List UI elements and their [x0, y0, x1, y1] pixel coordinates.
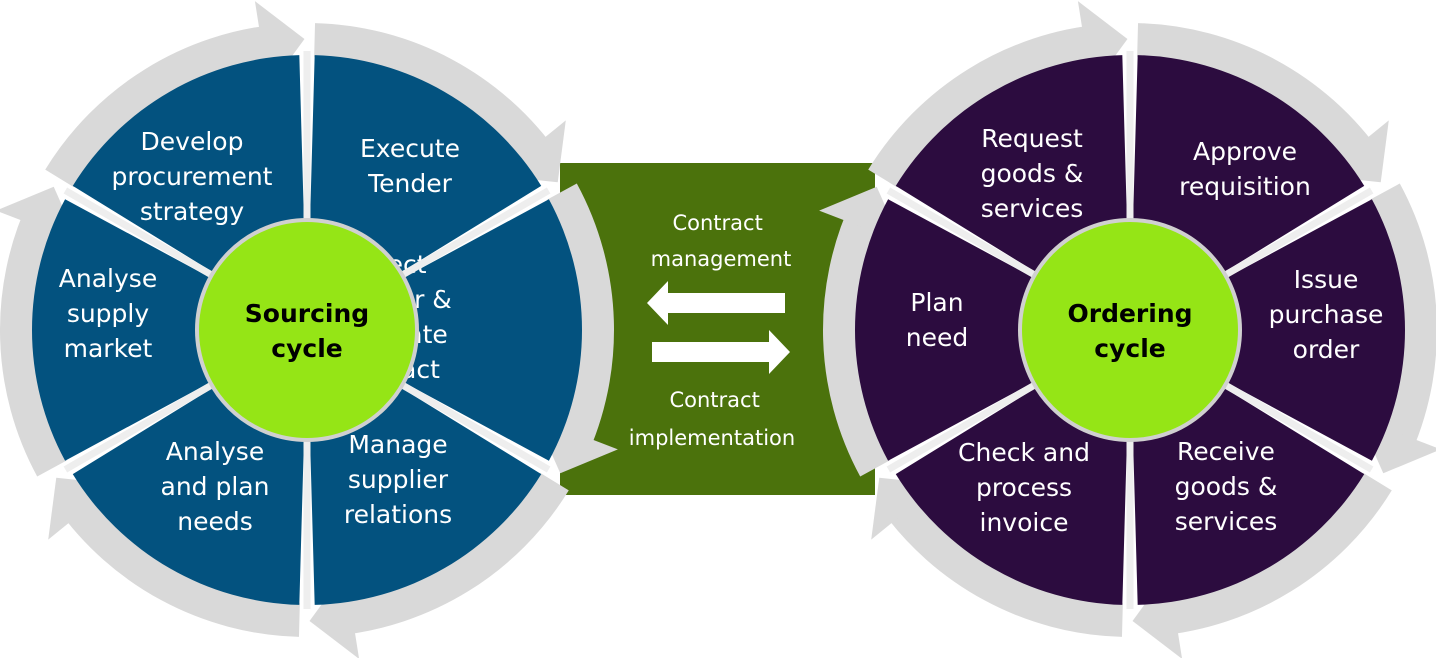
segment-label: Check and process invoice: [958, 438, 1090, 537]
segment-check-invoice: Check and process invoice: [871, 385, 1128, 637]
segment-shape: [309, 385, 542, 605]
segment-divider: [886, 187, 1037, 279]
segment-label-line: goods &: [981, 159, 1084, 188]
segment-label-line: requisition: [1179, 172, 1311, 201]
segment-label-line: relations: [344, 500, 452, 529]
segment-label: Plan need: [906, 288, 968, 352]
segment-label-line: supplier: [348, 465, 449, 494]
segment-issue-purchase-order: Issue purchase order: [1222, 183, 1436, 474]
hub-label: Ordering cycle: [1067, 299, 1192, 363]
segment-analyse-supply-market: Analyse supply market: [0, 186, 215, 477]
hub-label-line: cycle: [271, 334, 342, 363]
cycle-arrow-rim: [878, 486, 1123, 637]
segment-develop-strategy: Develop procurement strategy: [45, 1, 305, 275]
segment-label-line: Develop: [141, 127, 244, 156]
segment-label-line: Receive: [1177, 437, 1275, 466]
bridge-top-line-1: Contract: [672, 211, 762, 235]
segment-shape: [309, 55, 542, 275]
hub-circle: [195, 218, 419, 442]
hub-label-line: cycle: [1094, 334, 1165, 363]
bridge-bottom-line-1: Contract: [669, 388, 759, 412]
segment-label-line: procurement: [112, 162, 273, 191]
segment-shape: [399, 199, 583, 461]
cycle-arrow-rim: [1137, 23, 1382, 174]
bridge-top-line-2: management: [651, 247, 792, 271]
segment-label: Issue purchase order: [1269, 265, 1384, 364]
segment-label-line: Issue: [1294, 265, 1359, 294]
segment-label-line: need: [906, 323, 968, 352]
hub-label: Sourcing cycle: [245, 299, 369, 363]
segment-divider: [1223, 187, 1374, 279]
segment-shape: [1132, 385, 1365, 605]
segment-divider: [400, 381, 551, 473]
arrow-left-icon: [647, 281, 785, 325]
segment-label-line: services: [981, 194, 1084, 223]
segment-label: Analyse and plan needs: [161, 437, 270, 536]
segment-manage-supplier-relations: Manage supplier relations: [309, 385, 569, 658]
cycle-hub: Ordering cycle: [1018, 218, 1242, 442]
segment-label-line: and plan: [161, 472, 270, 501]
segment-label-line: Tender: [367, 169, 452, 198]
segment-label-line: Check and: [958, 438, 1090, 467]
segment-label-line: supply: [67, 299, 150, 328]
segment-label-line: Manage: [348, 430, 447, 459]
segment-receive-goods: Receive goods & services: [1132, 385, 1392, 658]
segment-label-line: Execute: [360, 134, 460, 163]
segment-shape: [1132, 55, 1365, 275]
segment-divider: [1223, 381, 1374, 473]
segment-divider: [400, 187, 551, 279]
contract-bridge: Contract management Contract implementat…: [560, 163, 875, 495]
cycle-arrow-rim: [314, 23, 559, 174]
segment-label: Develop procurement strategy: [112, 127, 273, 226]
segment-shape: [895, 385, 1128, 605]
segment-plan-need: Plan need: [819, 186, 1038, 477]
segment-shape: [72, 55, 305, 275]
sourcing-cycle-wheel: ExecuteTenderSelectsupplier &negotiateco…: [0, 1, 618, 658]
segment-label-line: Request: [981, 124, 1083, 153]
segment-shape: [1222, 199, 1405, 461]
segment-divider: [63, 187, 214, 279]
segment-divider: [886, 381, 1037, 473]
hub-label-line: Ordering: [1067, 299, 1192, 328]
segment-label-line: Plan: [910, 288, 963, 317]
segment-request-goods: Request goods & services: [868, 1, 1128, 275]
segment-label-line: Approve: [1193, 137, 1297, 166]
segment-label-line: market: [64, 334, 153, 363]
segment-label: Analyse supply market: [59, 264, 157, 363]
hub-circle: [1018, 218, 1242, 442]
bridge-bottom-label: Contract implementation: [629, 388, 795, 450]
segment-label-line: goods &: [1175, 472, 1278, 501]
segment-label: Receive goods & services: [1175, 437, 1278, 536]
segment-label: Request goods & services: [981, 124, 1084, 223]
segment-label: Manage supplier relations: [344, 430, 452, 529]
segment-shape: [72, 385, 305, 605]
bridge-top-label: Contract management: [651, 211, 792, 271]
segment-label-line: strategy: [140, 197, 244, 226]
segment-label-line: Analyse: [59, 264, 157, 293]
segment-label-line: Analyse: [166, 437, 264, 466]
bridge-bottom-line-2: implementation: [629, 426, 795, 450]
segment-label-line: order: [1293, 335, 1360, 364]
segment-label-line: invoice: [980, 508, 1069, 537]
cycle-hub: Sourcing cycle: [195, 218, 419, 442]
segment-divider: [63, 381, 214, 473]
cycle-arrow-rim: [55, 486, 300, 637]
segment-shape: [895, 55, 1128, 275]
segment-label-line: needs: [177, 507, 253, 536]
segment-label-line: services: [1175, 507, 1278, 536]
segment-label-line: process: [976, 473, 1072, 502]
segment-analyse-plan-needs: Analyse and plan needs: [48, 385, 305, 637]
arrow-right-icon: [652, 330, 790, 374]
segment-shape: [31, 199, 215, 461]
segment-label-line: purchase: [1269, 300, 1384, 329]
segment-shape: [855, 199, 1038, 461]
segment-approve-requisition: Approve requisition: [1132, 23, 1389, 275]
segment-label: Approve requisition: [1179, 137, 1311, 201]
hub-label-line: Sourcing: [245, 299, 369, 328]
